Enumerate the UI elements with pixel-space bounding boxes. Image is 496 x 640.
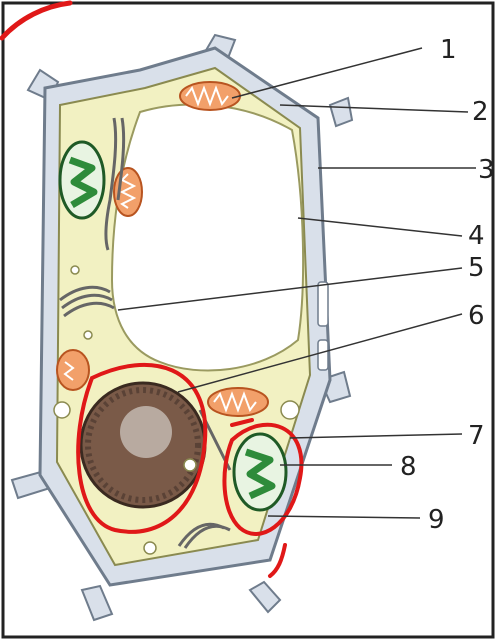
label-8: 8 <box>400 452 417 482</box>
label-3: 3 <box>478 155 495 185</box>
plasmodesmata <box>318 282 328 370</box>
chloroplast-left <box>60 142 104 218</box>
label-1: 1 <box>440 35 457 65</box>
red-mark-corner <box>2 3 70 38</box>
vacuole <box>112 105 303 371</box>
chloroplast-right <box>234 434 286 510</box>
label-6: 6 <box>468 301 485 331</box>
label-9: 9 <box>428 505 445 535</box>
nucleolus <box>120 406 172 458</box>
label-7: 7 <box>468 421 485 451</box>
label-5: 5 <box>468 253 485 283</box>
label-4: 4 <box>468 221 485 251</box>
nucleus <box>81 383 205 507</box>
label-2: 2 <box>472 97 489 127</box>
